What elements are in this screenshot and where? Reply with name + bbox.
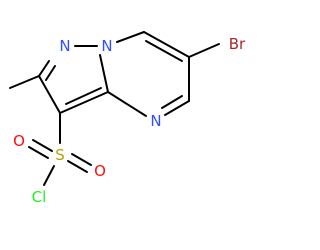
bond-n7a-c7 (116, 31, 145, 43)
bond-n7a-c3a (99, 54, 109, 93)
bond-c5-n4-second (161, 95, 183, 109)
bond-c7-c6-second (145, 40, 183, 62)
bond-c6-br (188, 43, 220, 58)
bond-s-cl (43, 165, 55, 186)
bonds (9, 31, 220, 186)
bond-s-o1-second (28, 146, 49, 159)
bond-c2-n1-second (45, 65, 56, 81)
atom-labels: N N N Br S O O Cl (13, 35, 246, 206)
molecule-structure-diagram: N N N Br S O O Cl (9, 31, 246, 206)
atom-n1: N (59, 37, 70, 55)
atom-n4: N (150, 112, 161, 130)
bond-c3-c3a (59, 91, 109, 114)
bond-s-o2-second (71, 153, 92, 166)
atom-s: S (55, 146, 65, 164)
bond-n4-c3a (107, 91, 147, 117)
bond-c3-c3a-second (65, 87, 102, 105)
atom-o1: O (13, 132, 25, 150)
bond-c2-c3 (38, 75, 61, 114)
bond-s-o2 (67, 160, 88, 173)
atom-cl: Cl (32, 188, 47, 206)
bond-c5-n4 (164, 100, 190, 116)
atom-n2: N (101, 37, 112, 55)
bond-methyl (9, 75, 40, 89)
bond-c7-c6 (143, 31, 190, 58)
atom-br: Br (229, 35, 246, 53)
bond-c2-n1 (38, 60, 50, 77)
atom-o2: O (94, 162, 106, 180)
bond-s-o1 (32, 139, 53, 152)
